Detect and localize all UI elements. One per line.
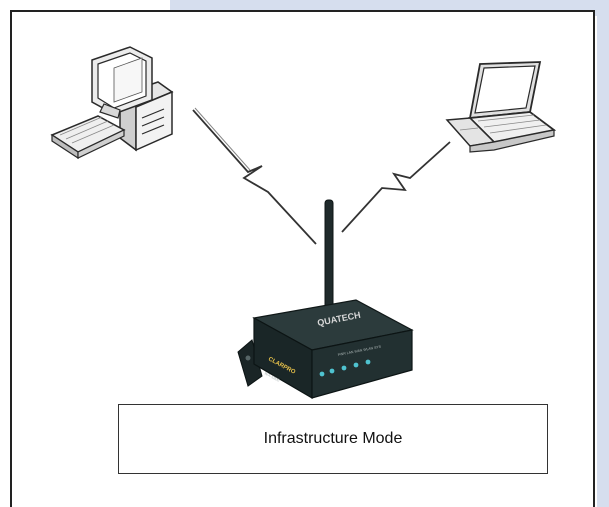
right-background-band	[597, 0, 609, 507]
mode-caption: Infrastructure Mode	[263, 430, 403, 447]
wireless-access-point-icon: QUATECH CLARPRO WX-1800 PWR LAN WAN WLAN…	[237, 199, 414, 400]
laptop-icon	[445, 61, 557, 153]
mode-caption-box: Infrastructure Mode	[118, 404, 548, 474]
desktop-computer-icon	[50, 46, 174, 160]
lightning-link-icon	[192, 109, 317, 245]
lightning-link-icon	[341, 141, 451, 233]
